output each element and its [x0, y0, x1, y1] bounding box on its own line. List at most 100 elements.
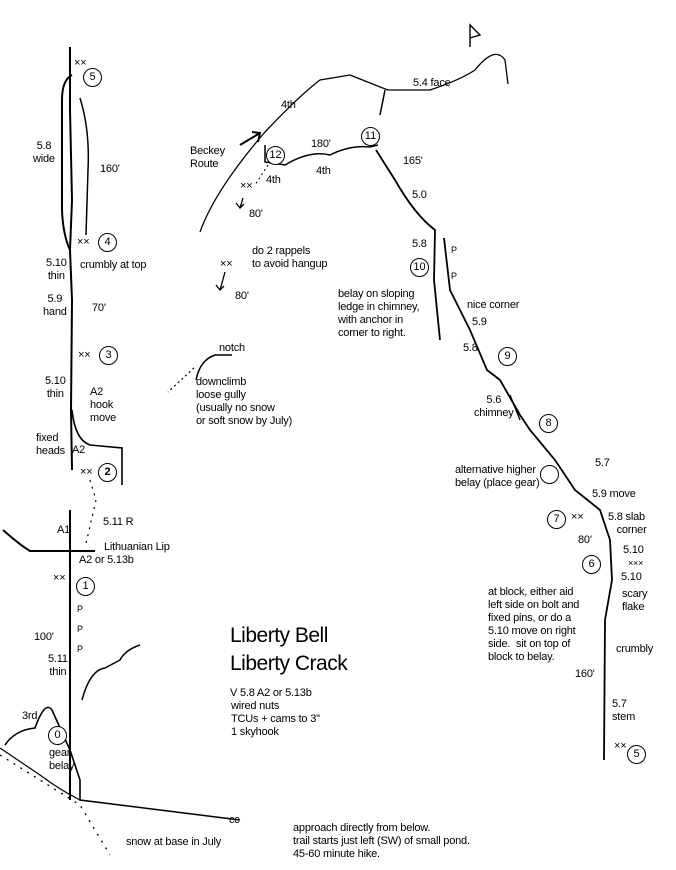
- belay-6: 6: [582, 555, 601, 574]
- bolt-anchor: ××: [571, 511, 584, 523]
- bolts-xxx: ×××: [628, 558, 644, 568]
- chimney-56: 5.6 chimney: [474, 394, 514, 419]
- rappels-note: do 2 rappels to avoid hangup: [252, 245, 328, 270]
- title-line1: Liberty Bell: [230, 624, 328, 647]
- approach-2: trail starts just left (SW) of small pon…: [293, 835, 470, 847]
- p3-grade: 5.10 thin: [45, 375, 66, 400]
- slab-corner: 5.8 slab corner: [608, 511, 647, 536]
- left-crack-line: [68, 47, 74, 800]
- belay-2: 2: [98, 463, 117, 482]
- p5-grade: 5.8 wide: [33, 140, 55, 165]
- grade-58b: 5.8: [463, 342, 478, 354]
- p3a-grade: 5.9 hand: [43, 293, 67, 318]
- a1-label: A1: [57, 524, 71, 536]
- rap-80a: 80': [249, 208, 263, 220]
- grade-58a: 5.8: [412, 238, 427, 250]
- bolt-anchor: ××: [78, 349, 91, 361]
- belay-10: 10: [410, 258, 429, 277]
- summit-flag: [469, 23, 482, 47]
- crumbly: crumbly: [616, 643, 654, 655]
- gear-belay: gear belay: [49, 747, 75, 772]
- gear-list-4: 1 skyhook: [231, 726, 279, 738]
- belay-8: 8: [539, 414, 558, 433]
- notch: notch: [219, 342, 245, 354]
- fourth-b: 4th: [316, 165, 331, 177]
- block-note: at block, either aid left side on bolt a…: [488, 586, 580, 663]
- belay-11: 11: [361, 127, 380, 146]
- downclimb-dotted: [167, 367, 195, 393]
- length-165: 165': [403, 155, 423, 167]
- rap-arrow-1: [235, 197, 245, 209]
- chimney-line: [509, 394, 521, 421]
- bolt-anchor: ××: [53, 572, 66, 584]
- gear-list-3: TCUs + cams to 3": [231, 713, 320, 725]
- summit-ridge: [199, 53, 509, 233]
- belay-5-left: 5: [83, 68, 102, 87]
- title-line2: Liberty Crack: [230, 652, 348, 675]
- belay-12: 12: [266, 146, 285, 165]
- grade-57: 5.7: [595, 457, 610, 469]
- alt-belay-circle: [540, 465, 559, 484]
- beckey-arrow: [239, 131, 262, 146]
- length-180: 180': [311, 138, 331, 150]
- flake-p1: [81, 644, 141, 701]
- grade-510a: 5.10: [623, 544, 644, 556]
- rap-arrow-2: [215, 271, 226, 291]
- length-160: 160': [575, 668, 595, 680]
- bolt-anchor: ××: [220, 258, 233, 270]
- downclimb-note: downclimb loose gully (usually no snow o…: [196, 376, 293, 427]
- belay-7: 7: [547, 510, 566, 529]
- hook-move: A2 hook move: [90, 386, 117, 424]
- fourth-c: 4th: [266, 174, 281, 186]
- roof-p2: [71, 409, 123, 485]
- roof-lip: [2, 529, 95, 552]
- nice-corner: nice corner: [467, 299, 520, 311]
- face-54: 5.4 face: [413, 77, 451, 89]
- pin-mark: P: [77, 624, 83, 634]
- bolt-anchor: ××: [77, 236, 90, 248]
- third-class: 3rd: [22, 710, 38, 722]
- notch-line: [195, 354, 232, 381]
- bolt-anchor: ××: [80, 466, 93, 478]
- grade-59: 5.9: [472, 316, 487, 328]
- stem-57: 5.7 stem: [612, 698, 636, 723]
- p4-note: crumbly at top: [80, 259, 147, 271]
- dotted-511r: [84, 479, 97, 549]
- pin-mark: P: [451, 245, 457, 255]
- traverse-180: [264, 144, 379, 166]
- pin-mark: P: [77, 604, 83, 614]
- snow-note: snow at base in July: [126, 836, 222, 848]
- alt-belay-note: alternative higher belay (place gear): [455, 464, 540, 489]
- grade-510b: 5.10: [621, 571, 642, 583]
- grade-50: 5.0: [412, 189, 427, 201]
- bolt-anchor: ××: [74, 57, 87, 69]
- a2-or-513b: A2 or 5.13b: [79, 554, 134, 566]
- p5-length: 160': [100, 163, 120, 175]
- beckey-route: Beckey Route: [190, 145, 225, 170]
- face-line: [379, 89, 386, 116]
- approach-1: approach directly from below.: [293, 822, 431, 834]
- gear-list-2: wired nuts: [231, 700, 280, 712]
- right-route-line: [375, 149, 441, 341]
- belay-1: 1: [76, 577, 95, 596]
- scary-flake: scary flake: [622, 588, 648, 613]
- fixed-heads: fixed heads: [36, 432, 65, 457]
- base-slope: [4, 706, 241, 821]
- belay-3: 3: [99, 346, 118, 365]
- wide-crack-outline: [61, 74, 73, 251]
- cc-label: cc: [229, 814, 240, 826]
- belay-5-right: 5: [627, 745, 646, 764]
- pin-mark: P: [451, 271, 457, 281]
- lithuanian-lip: Lithuanian Lip: [104, 541, 170, 553]
- a2-label: A2: [72, 444, 86, 456]
- p4-grade: 5.10 thin: [46, 257, 67, 282]
- belay10-note: belay on sloping ledge in chimney, with …: [338, 288, 420, 339]
- r511-label: 5.11 R: [103, 516, 134, 528]
- bolt-anchor: ××: [240, 180, 253, 192]
- approach-3: 45-60 minute hike.: [293, 848, 380, 860]
- gear-list-1: V 5.8 A2 or 5.13b: [230, 687, 312, 699]
- right-corner: [443, 237, 613, 761]
- pin-mark: P: [77, 644, 83, 654]
- belay-9: 9: [498, 347, 517, 366]
